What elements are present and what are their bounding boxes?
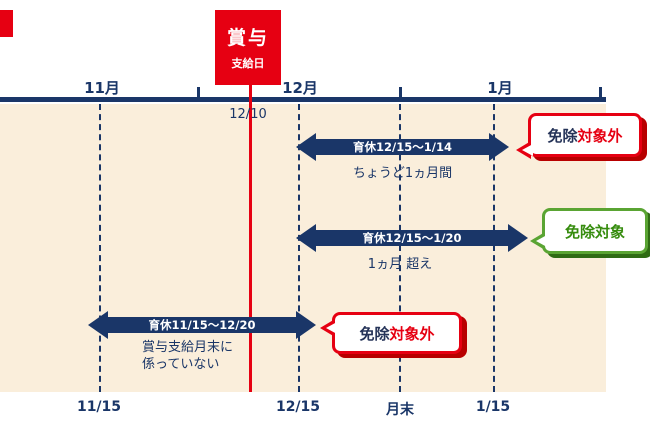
leave-period-arrow-3: 育休11/15〜12/20 xyxy=(88,311,316,339)
bubble-1-text-dark: 免除 xyxy=(547,126,578,145)
leave-period-note-1: ちょうど1ヵ月間 xyxy=(352,166,453,181)
month-boundary-tick xyxy=(197,87,200,98)
bubble-2-text: 免除対象 xyxy=(564,222,625,241)
dashed-line-11-15 xyxy=(99,104,101,392)
date-label-month-end: 月末 xyxy=(386,402,414,418)
date-label-12-15: 12/15 xyxy=(275,399,321,415)
leave-period-arrow-2: 育休12/15〜1/20 xyxy=(296,224,528,252)
timeline-axis xyxy=(0,97,606,102)
bubble-tail-icon xyxy=(522,144,533,156)
bonus-box-subtitle: 支給日 xyxy=(231,57,265,70)
note-3-line-1: 賞与支給月末に xyxy=(142,340,234,355)
bonus-date-label: 12/10 xyxy=(229,107,267,122)
bubble-3-text-dark: 免除 xyxy=(359,324,390,343)
month-label-january: 1月 xyxy=(487,79,513,97)
dashed-line-month-end xyxy=(399,104,401,392)
arrowhead-left-icon xyxy=(296,133,316,161)
leave-period-arrow-1: 育休12/15〜1/14 xyxy=(296,133,509,161)
exemption-bubble-1: 免除 対象外 xyxy=(516,113,642,159)
date-label-11-15: 11/15 xyxy=(76,399,122,415)
bonus-box-title: 賞与 xyxy=(226,27,269,49)
leave-period-note-3: 賞与支給月末に 係っていない xyxy=(142,339,233,373)
month-label-november: 11月 xyxy=(84,79,120,97)
arrowhead-right-icon xyxy=(489,133,509,161)
bonus-payment-date-line xyxy=(249,85,252,392)
arrowhead-right-icon xyxy=(508,224,528,252)
leave-period-label-2: 育休12/15〜1/20 xyxy=(316,230,508,246)
leave-period-note-2: 1ヵ月 超え xyxy=(367,257,433,272)
leave-period-label-1: 育休12/15〜1/14 xyxy=(316,139,489,155)
left-edge-red-mark xyxy=(0,10,13,37)
bubble-tail-icon xyxy=(326,322,337,334)
bonus-box: 賞与 支給日 xyxy=(215,10,281,85)
exemption-bubble-2: 免除対象 xyxy=(530,208,648,254)
arrowhead-left-icon xyxy=(296,224,316,252)
month-boundary-tick xyxy=(399,87,402,98)
dashed-line-1-15 xyxy=(493,104,495,392)
bubble-1-text-accent: 対象外 xyxy=(577,126,623,145)
arrowhead-right-icon xyxy=(296,311,316,339)
bubble-3-text-accent: 対象外 xyxy=(389,324,435,343)
month-boundary-tick xyxy=(599,87,602,98)
bubble-tail-icon xyxy=(536,235,547,247)
month-label-december: 12月 xyxy=(282,79,318,97)
leave-period-label-3: 育休11/15〜12/20 xyxy=(108,317,296,333)
note-3-line-2: 係っていない xyxy=(142,357,220,372)
exemption-bubble-3: 免除 対象外 xyxy=(320,312,462,354)
date-label-1-15: 1/15 xyxy=(475,399,511,415)
arrowhead-left-icon xyxy=(88,311,108,339)
